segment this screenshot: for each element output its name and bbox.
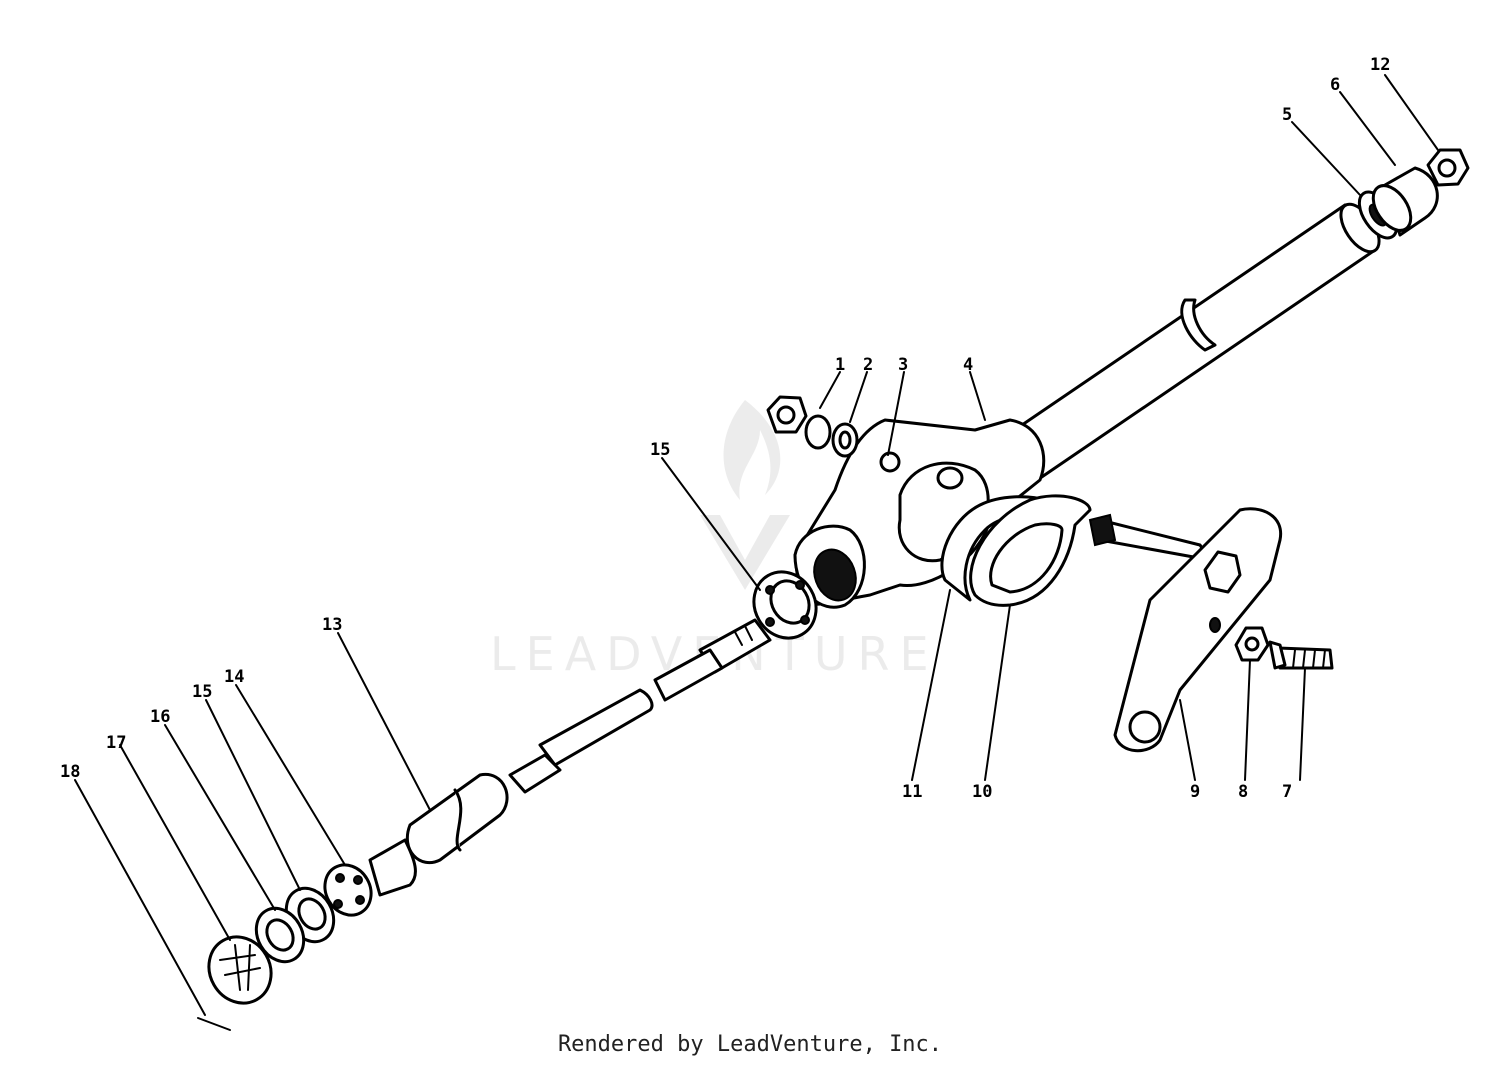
callout-2: 2 [863,355,873,375]
callout-16: 16 [150,707,170,727]
shaft [197,618,772,1031]
callout-18: 18 [60,762,80,782]
callout-6: 6 [1330,75,1340,95]
callout-15-upper: 15 [650,440,670,460]
callout-12: 12 [1370,55,1390,75]
callouts: 1 2 3 4 5 6 12 7 8 9 10 11 15 13 14 15 1… [60,55,1390,802]
callout-15-lower: 15 [192,682,212,702]
leader-lines [74,74,1439,1016]
callout-17: 17 [106,733,126,753]
nut-and-washer [766,395,859,458]
callout-1: 1 [835,355,845,375]
callout-11: 11 [902,782,922,802]
callout-3: 3 [898,355,908,375]
bracket [1088,507,1334,753]
bearing-upper [752,570,818,640]
callout-9: 9 [1190,782,1200,802]
callout-5: 5 [1282,105,1292,125]
callout-7: 7 [1282,782,1292,802]
callout-13: 13 [322,615,342,635]
callout-4: 4 [963,355,973,375]
callout-8: 8 [1238,782,1248,802]
tube-assembly [998,148,1470,487]
callout-10: 10 [972,782,992,802]
u-bolt-and-ring [940,494,1092,607]
footer-credit: Rendered by LeadVenture, Inc. [557,1032,943,1057]
callout-14: 14 [224,667,244,687]
